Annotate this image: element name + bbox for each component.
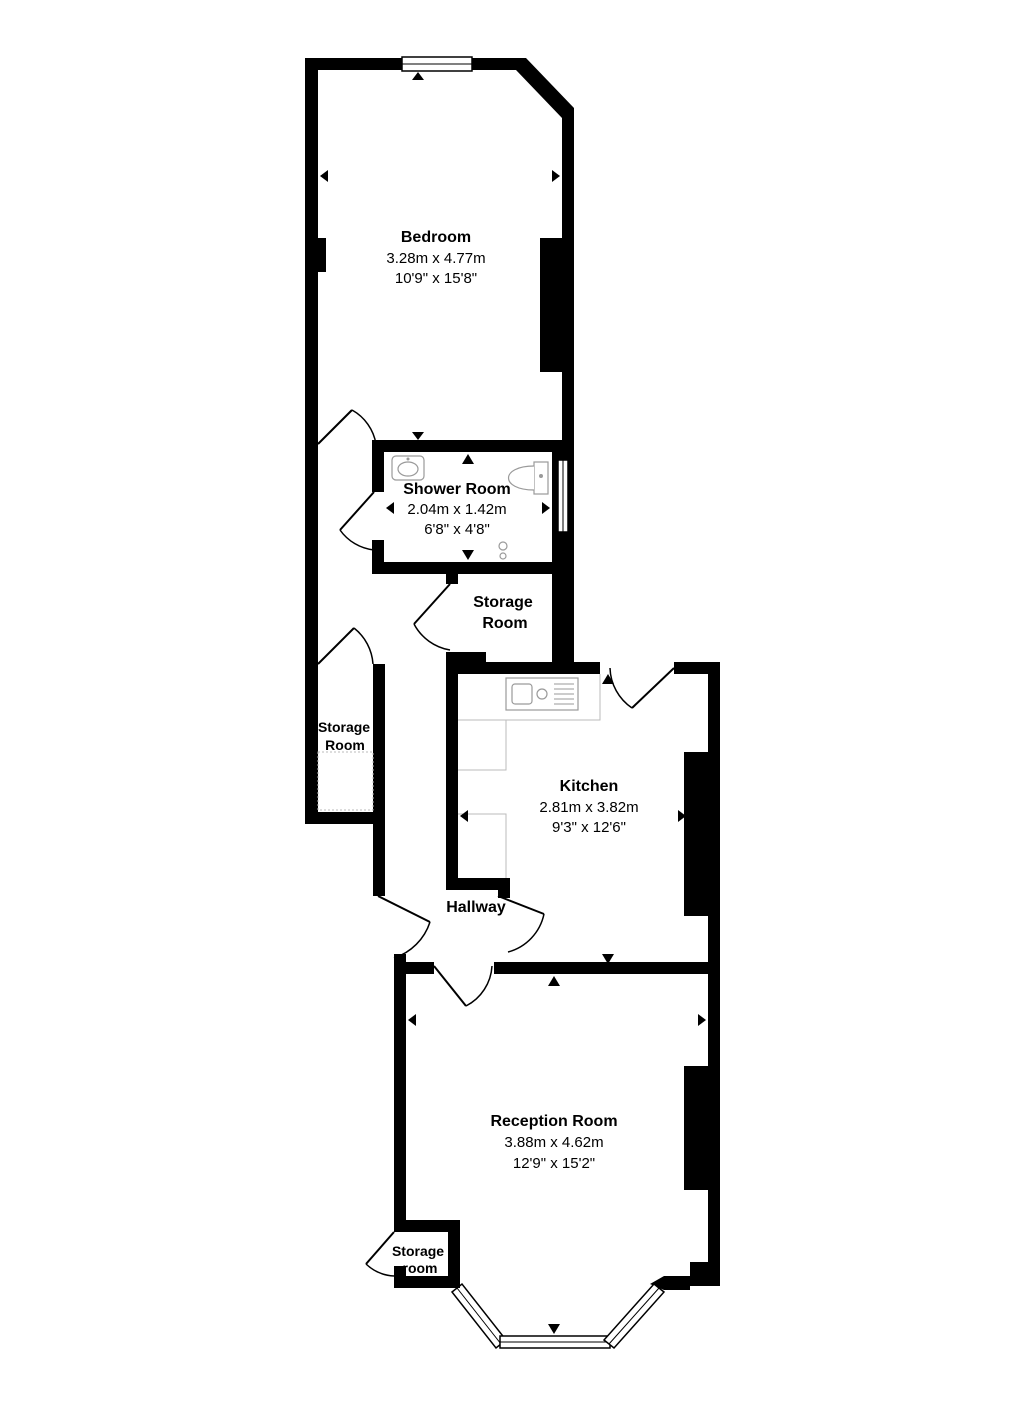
window-icon (450, 1282, 508, 1350)
bedroom: Bedroom 3.28m x 4.77m 10'9" x 15'8" (305, 56, 574, 452)
kitchen-counter (458, 674, 601, 721)
door-swing-icon (365, 1231, 395, 1277)
reception-wall-top-right (494, 962, 720, 974)
storage-lower-wall-top (394, 1220, 460, 1232)
hallway: Hallway (377, 895, 545, 959)
door-swing-icon (317, 409, 377, 445)
hallway-name: Hallway (446, 899, 506, 916)
reception-room-imperial: 12'9" x 15'2" (513, 1155, 595, 1172)
door-swing-icon (317, 627, 374, 665)
measurement-arrow-icon (408, 1014, 416, 1026)
shower-room-name: Shower Room (403, 481, 511, 498)
shower-room-wall-top (372, 440, 574, 452)
storage-lower-wall-bottom (394, 1276, 460, 1288)
measurement-arrow-icon (412, 72, 424, 80)
shower-room: Shower Room 2.04m x 1.42m 6'8" x 4'8" (339, 440, 574, 574)
reception-room: Reception Room 3.88m x 4.62m 12'9" x 15'… (394, 954, 720, 1350)
kitchen-imperial: 9'3" x 12'6" (552, 819, 626, 836)
storage-room-left: Storage Room (305, 436, 385, 896)
reception-wall-right (708, 962, 720, 1286)
reception-room-name: Reception Room (490, 1113, 617, 1130)
storage-left-shelf (317, 751, 374, 811)
storage-left-wall-bottom (305, 812, 385, 824)
measurement-arrow-icon (412, 432, 424, 440)
storage-room-lower-label-2: room (403, 1260, 438, 1276)
storage-left-wall-right (373, 664, 385, 896)
measurement-arrow-icon (386, 502, 394, 514)
kitchen-chimney (684, 752, 710, 916)
door-swing-icon (339, 491, 375, 551)
measurement-arrow-icon (462, 454, 474, 464)
measurement-arrow-icon (548, 1324, 560, 1334)
storage-room-lower-label-1: Storage (392, 1243, 444, 1259)
storage-room-upper-label-1: Storage (473, 594, 533, 611)
storage-room-upper: Storage Room (413, 570, 574, 666)
kitchen-wall-right (708, 662, 720, 974)
bedroom-imperial: 10'9" x 15'8" (395, 270, 477, 287)
reception-wall-step (690, 1262, 720, 1286)
bedroom-wall-nib (316, 238, 326, 272)
storage-room-upper-label-2: Room (482, 615, 527, 632)
window-icon (401, 56, 473, 72)
door-swing-icon (377, 895, 431, 959)
bedroom-chimney (540, 238, 564, 372)
shower-room-metric: 2.04m x 1.42m (407, 501, 506, 518)
bedroom-wall-bay (516, 58, 574, 118)
door-swing-icon (497, 895, 545, 953)
measurement-arrow-icon (548, 976, 560, 986)
storage-lower-wall-right (448, 1220, 460, 1288)
shower-icon (498, 541, 508, 560)
measurement-arrow-icon (602, 674, 614, 684)
sink-icon (505, 677, 579, 711)
reception-room-metric: 3.88m x 4.62m (504, 1134, 603, 1151)
kitchen-counter (458, 720, 507, 771)
shower-room-wall-left-top (372, 440, 384, 492)
measurement-arrow-icon (678, 810, 686, 822)
bedroom-wall-right (562, 108, 574, 452)
door-swing-icon (413, 583, 451, 651)
bedroom-metric: 3.28m x 4.77m (386, 250, 485, 267)
window-icon (557, 459, 569, 533)
kitchen-counter (458, 813, 507, 878)
window-icon (602, 1282, 666, 1350)
storage-lower-wall-left (394, 1266, 406, 1288)
kitchen-wall-nib (498, 878, 510, 898)
measurement-arrow-icon (542, 502, 550, 514)
kitchen-name: Kitchen (560, 778, 619, 795)
bedroom-name: Bedroom (401, 229, 471, 246)
window-icon (499, 1335, 611, 1349)
door-swing-icon (433, 965, 493, 1007)
storage-room-left-label-2: Room (325, 737, 365, 753)
measurement-arrow-icon (320, 170, 328, 182)
storage-room-lower: Storage room (365, 1220, 460, 1288)
bedroom-wall-left (305, 58, 318, 440)
door-swing-icon (609, 667, 675, 709)
storage-upper-wall-right (552, 570, 574, 666)
shower-room-wall-bottom (372, 562, 574, 574)
kitchen-wall-top-left (446, 662, 600, 674)
measurement-arrow-icon (698, 1014, 706, 1026)
measurement-arrow-icon (462, 550, 474, 560)
basin-icon (391, 455, 425, 481)
measurement-arrow-icon (552, 170, 560, 182)
storage-upper-wall-nib (446, 570, 458, 584)
storage-left-wall-left (305, 436, 318, 824)
kitchen-wall-left (446, 662, 458, 888)
kitchen: Kitchen 2.81m x 3.82m 9'3" x 12'6" (446, 662, 720, 974)
reception-wall-bay-right (650, 1276, 690, 1290)
reception-wall-left (394, 962, 406, 1224)
storage-room-left-label-1: Storage (318, 719, 370, 735)
kitchen-metric: 2.81m x 3.82m (539, 799, 638, 816)
shower-room-imperial: 6'8" x 4'8" (424, 521, 490, 538)
toilet-icon (507, 461, 549, 495)
kitchen-wall-bottom-left (446, 878, 510, 890)
reception-chimney (684, 1066, 710, 1190)
measurement-arrow-icon (602, 954, 614, 964)
measurement-arrow-icon (460, 810, 468, 822)
